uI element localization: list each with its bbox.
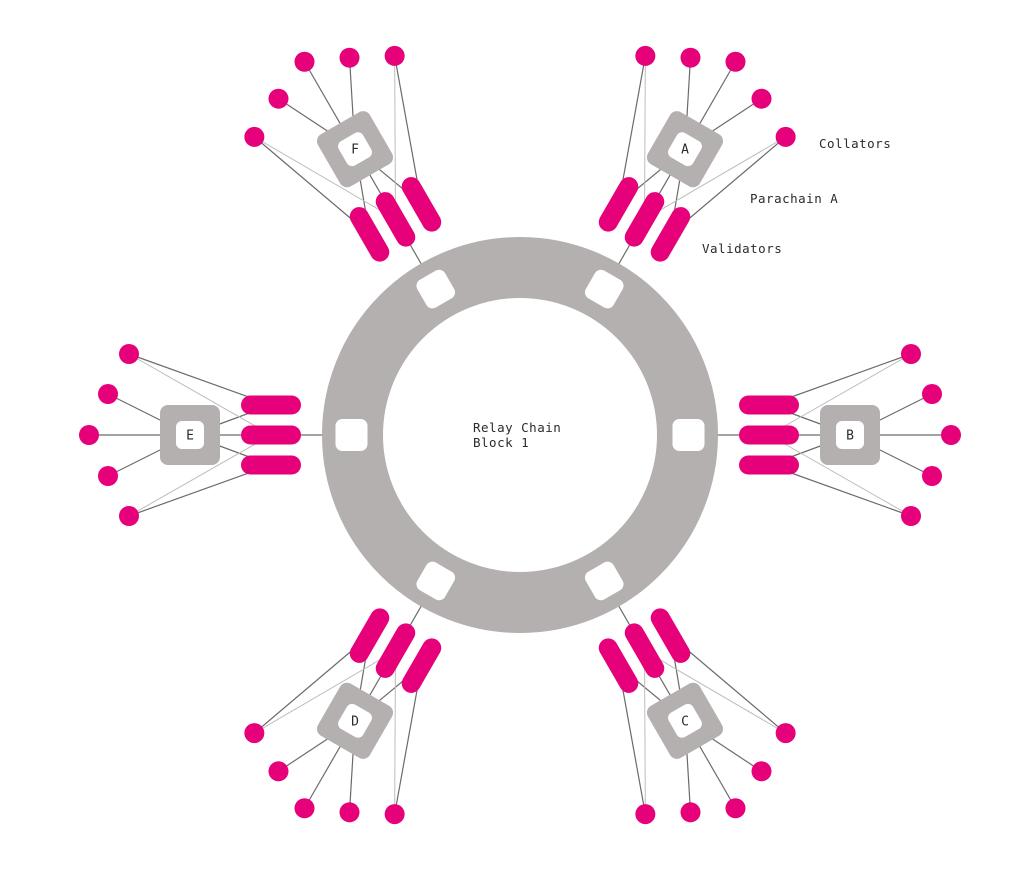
validator-node xyxy=(375,192,416,247)
collator-node xyxy=(294,51,315,72)
ring-slot xyxy=(672,419,705,451)
parachain-hub-inner xyxy=(836,421,864,449)
collator-node xyxy=(244,126,265,147)
collator-fan-link xyxy=(128,434,272,517)
relay-chain-ring xyxy=(322,237,718,633)
collator-node xyxy=(244,723,265,744)
collator-fan-link xyxy=(644,650,786,734)
collator-node xyxy=(725,51,746,72)
validator-node xyxy=(401,177,442,232)
validator-node xyxy=(375,623,416,678)
collator-node xyxy=(339,47,360,68)
collator-fan-link xyxy=(254,136,396,220)
validator-node xyxy=(401,638,442,693)
collator-fan-link xyxy=(768,434,912,517)
validator-node xyxy=(241,425,301,445)
collator-node xyxy=(901,344,921,364)
collator-node xyxy=(680,802,701,823)
collator-node xyxy=(268,761,289,782)
ring-slot xyxy=(416,269,456,309)
validator-node xyxy=(241,455,301,475)
collator-node xyxy=(119,344,139,364)
collator-node xyxy=(922,466,942,486)
validator-node xyxy=(598,177,639,232)
parachain-hub-inner xyxy=(668,703,702,738)
collator-fan-link xyxy=(644,136,786,220)
validator-node xyxy=(739,395,799,415)
collator-fan-link xyxy=(394,650,396,815)
collator-node xyxy=(294,798,315,819)
ring-slot xyxy=(335,419,368,451)
network-nodes: A B C D E F xyxy=(79,45,961,825)
validator-node xyxy=(349,207,390,262)
ring-slot xyxy=(584,561,624,601)
collator-node xyxy=(725,798,746,819)
collator-node xyxy=(339,802,360,823)
collator-node xyxy=(941,425,961,445)
collator-node xyxy=(384,45,405,66)
parachain-letter: E xyxy=(186,429,194,444)
collator-node xyxy=(922,384,942,404)
collator-fan-link xyxy=(394,55,396,220)
collator-node xyxy=(901,506,921,526)
validators-annotation: Validators xyxy=(702,241,782,256)
validator-node xyxy=(739,455,799,475)
validator-node xyxy=(650,207,691,262)
parachain-hub-inner xyxy=(176,421,204,449)
relay-chain-label: Relay Chain xyxy=(473,420,561,435)
collator-node xyxy=(635,804,656,825)
validator-node xyxy=(598,638,639,693)
collator-node xyxy=(775,723,796,744)
parachain-letter: B xyxy=(846,429,854,444)
collator-node xyxy=(775,126,796,147)
parachain-letter: A xyxy=(681,143,689,158)
collator-node xyxy=(751,88,772,109)
collator-fan-link xyxy=(128,353,272,436)
ring-slot xyxy=(416,561,456,601)
collator-fan-link xyxy=(644,55,646,220)
collator-fan-link xyxy=(644,650,646,815)
validator-node xyxy=(349,608,390,663)
ring-slot xyxy=(584,269,624,309)
validator-node xyxy=(624,623,665,678)
collator-node xyxy=(384,804,405,825)
collator-node xyxy=(98,384,118,404)
parachain-letter: F xyxy=(351,143,359,158)
collator-node xyxy=(119,506,139,526)
parachain-hub-inner xyxy=(338,132,372,167)
parachain-hub-inner xyxy=(338,703,372,738)
validator-node xyxy=(739,425,799,445)
relay-block-label: Block 1 xyxy=(473,435,529,450)
collator-node xyxy=(680,47,701,68)
collator-fan-link xyxy=(768,353,912,436)
parachain-hub-inner xyxy=(668,132,702,167)
validator-node xyxy=(650,608,691,663)
parachain-annotation: Parachain A xyxy=(750,191,838,206)
collator-node xyxy=(635,45,656,66)
validator-node xyxy=(241,395,301,415)
collator-fan-link xyxy=(254,650,396,734)
collator-node xyxy=(268,88,289,109)
collator-node xyxy=(751,761,772,782)
collator-node xyxy=(98,466,118,486)
validator-node xyxy=(624,192,665,247)
parachain-letter: D xyxy=(351,714,359,729)
collators-annotation: Collators xyxy=(819,136,891,151)
collator-node xyxy=(79,425,99,445)
parachain-letter: C xyxy=(681,714,689,729)
